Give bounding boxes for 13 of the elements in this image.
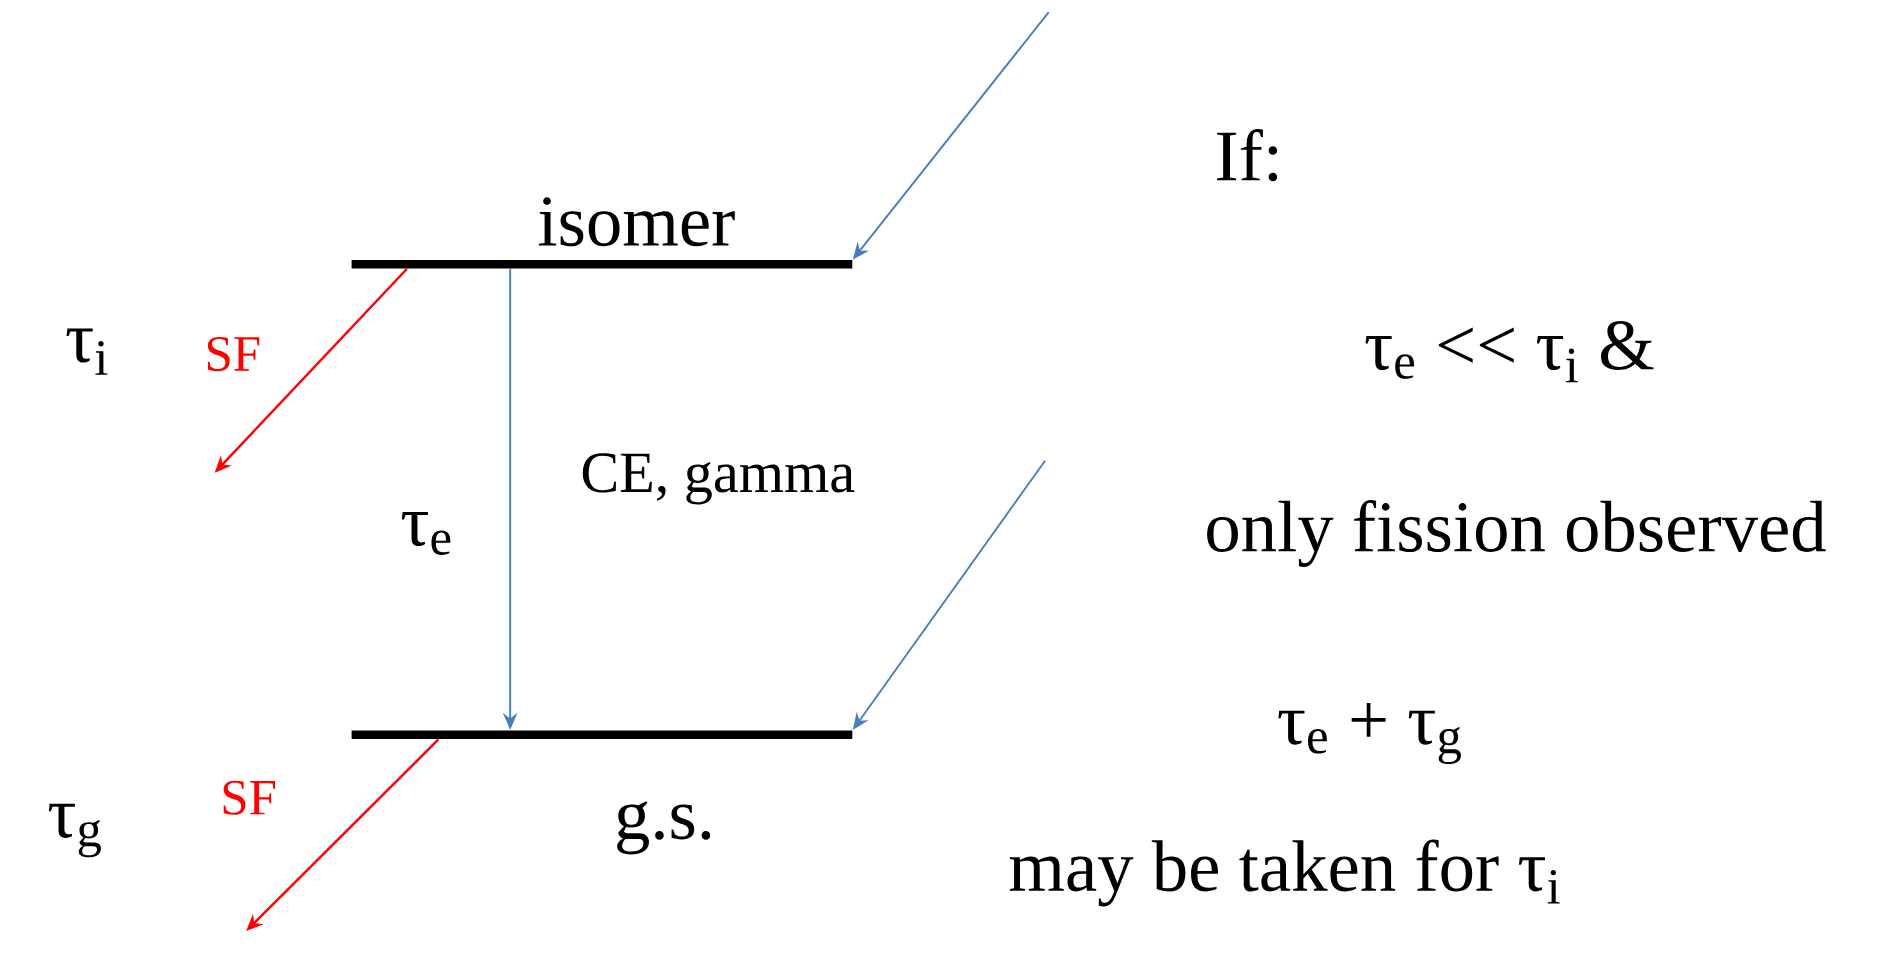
sum-formula: τ$_{e}$ + τ$_{g}$ [1278,703,1461,765]
edge-label: SF [217,778,280,818]
energy-level-line: isomer [351,197,853,269]
condition-text: If: [1217,129,1278,182]
lifetime-symbol: τ$_{g}$ [48,804,101,858]
condition-formula: τ$_{e}$ << τ$_{i}$ & [1365,321,1654,383]
edge-label: SF [202,334,264,374]
lifetime-symbol: τ$_{e}$ [401,512,451,556]
edge-label: CE, gamma [577,451,858,508]
lifetime-symbol: τ$_{i}$ [66,328,108,375]
energy-level-line: g.s. [351,730,853,855]
condition-text: only fission observed [1207,500,1826,568]
conclusion-text: may be taken for τ$_{i}$ [1009,839,1560,907]
